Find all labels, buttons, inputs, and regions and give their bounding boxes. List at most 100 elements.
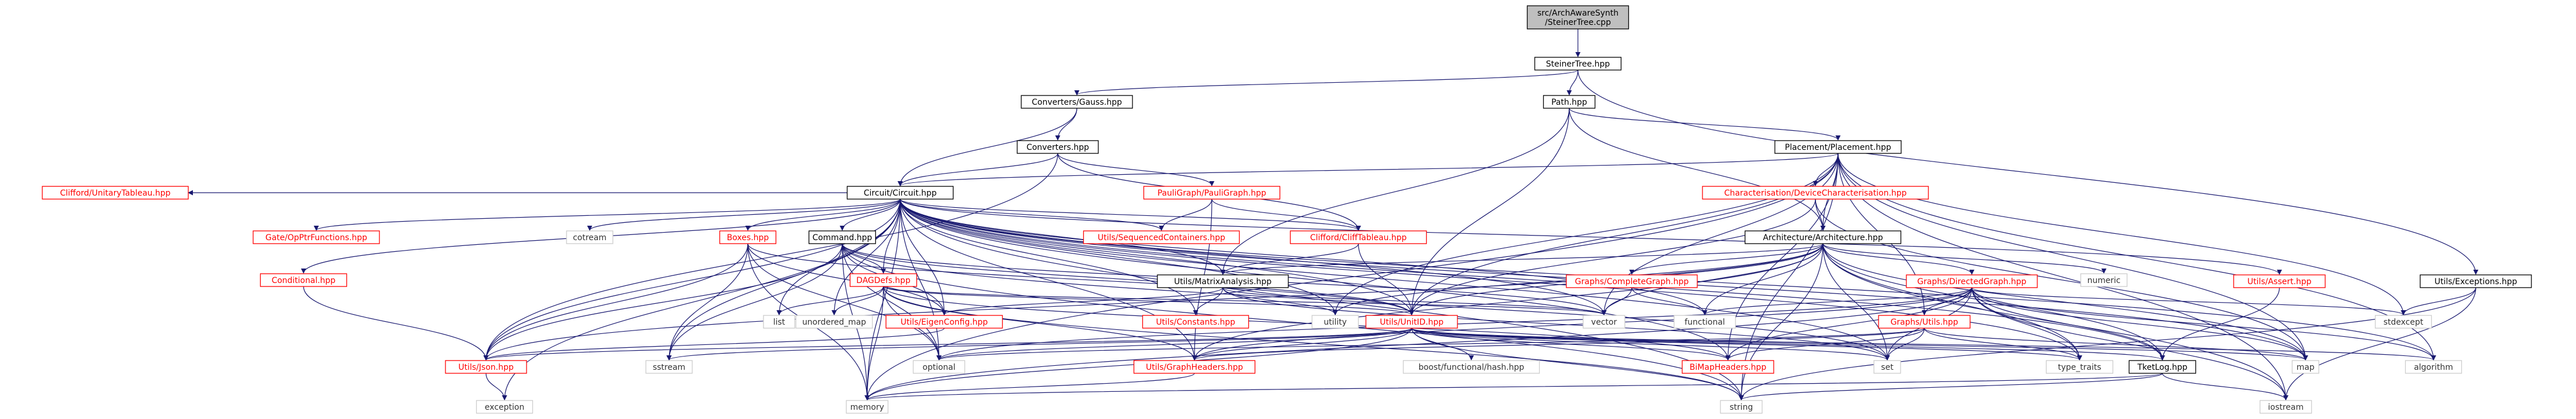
node-circuit[interactable]: Circuit/Circuit.hpp xyxy=(846,186,954,200)
node-completegraph[interactable]: Graphs/CompleteGraph.hpp xyxy=(1566,274,1698,288)
edge-path xyxy=(483,243,748,361)
node-conditional[interactable]: Conditional.hpp xyxy=(260,273,348,287)
edge-architecture-to-iostream xyxy=(1822,243,2289,400)
node-box xyxy=(1878,315,1971,329)
node-box xyxy=(1402,360,1540,374)
node-label: Architecture/Architecture.hpp xyxy=(1763,233,1883,242)
node-box xyxy=(2080,273,2128,287)
node-command[interactable]: Command.hpp xyxy=(808,230,876,244)
node-map: map xyxy=(2292,360,2319,374)
edge-path xyxy=(1924,328,2082,361)
node-root[interactable]: src/ArchAwareSynth/SteinerTree.cpp xyxy=(1526,5,1629,30)
node-path[interactable]: Path.hpp xyxy=(1543,95,1596,109)
node-placement[interactable]: Placement/Placement.hpp xyxy=(1774,140,1902,154)
edge-path xyxy=(1222,287,1890,361)
edge-path xyxy=(303,286,489,361)
edge-architecture-to-functional xyxy=(1702,243,1824,315)
node-gauss[interactable]: Converters/Gauss.hpp xyxy=(1021,95,1133,109)
edge-layer xyxy=(188,28,2479,400)
edge-path xyxy=(883,286,1415,315)
node-box xyxy=(476,400,534,414)
edge-path xyxy=(483,243,843,361)
edge-path xyxy=(1631,287,1708,315)
node-box xyxy=(1142,315,1249,329)
node-label: memory xyxy=(850,403,885,412)
node-label: Placement/Placement.hpp xyxy=(1785,143,1891,152)
node-exception: exception xyxy=(476,400,534,414)
edge-boxes-to-optional xyxy=(747,243,942,361)
node-boxes[interactable]: Boxes.hpp xyxy=(719,230,777,244)
edge-path xyxy=(1837,153,2289,400)
node-cliff[interactable]: Clifford/CliffTableau.hpp xyxy=(1289,230,1427,244)
edge-path xyxy=(897,153,1058,186)
edge-path xyxy=(1220,243,1824,275)
node-label: DAGDefs.hpp xyxy=(856,276,911,285)
edge-path xyxy=(2400,287,2476,315)
node-dagdefs[interactable]: DAGDefs.hpp xyxy=(849,273,918,287)
node-vector: vector xyxy=(1583,315,1625,329)
edge-path xyxy=(666,199,901,361)
edge-directedgraph-to-stdexcept xyxy=(1971,287,2406,315)
edge-path xyxy=(1822,243,2308,361)
node-steiner_hpp[interactable]: SteinerTree.hpp xyxy=(1534,57,1622,71)
edge-path xyxy=(1409,199,1816,315)
node-box xyxy=(1583,315,1625,329)
edge-circuit-to-boxes xyxy=(745,199,901,231)
edge-dagdefs-to-unitid xyxy=(883,286,1415,315)
node-box xyxy=(1157,274,1289,288)
node-sstream: sstream xyxy=(645,360,693,374)
edge-graphutils-to-map xyxy=(1924,328,2308,361)
edge-path xyxy=(1569,108,1826,231)
edge-directedgraph-to-type_traits xyxy=(1971,287,2082,361)
edge-path xyxy=(2162,373,2289,400)
node-assert[interactable]: Utils/Assert.hpp xyxy=(2233,274,2326,288)
node-bimap[interactable]: BiMapHeaders.hpp xyxy=(1682,360,1774,374)
edge-path xyxy=(864,199,901,400)
edge-circuit-to-assert xyxy=(900,199,2282,275)
node-label: TketLog.hpp xyxy=(2137,363,2187,372)
node-unitid[interactable]: Utils/UnitID.hpp xyxy=(1365,315,1458,329)
edge-circuit-to-command xyxy=(839,199,901,231)
edge-path xyxy=(864,373,1195,400)
edge-tketlog-to-iostream xyxy=(2162,373,2289,400)
edge-dagdefs-to-memory xyxy=(864,286,884,400)
edge-unitid-to-graphheaders xyxy=(1192,328,1412,361)
edge-matrix-to-vector xyxy=(1222,287,1607,315)
node-tketlog[interactable]: TketLog.hpp xyxy=(2128,360,2197,374)
node-gate_op[interactable]: Gate/OpPtrFunctions.hpp xyxy=(253,230,380,244)
edge-tketlog-to-memory xyxy=(865,373,2163,400)
node-eigenconfig[interactable]: Utils/EigenConfig.hpp xyxy=(885,315,1003,329)
node-box xyxy=(445,360,527,374)
edge-steiner_hpp-to-exceptions xyxy=(1577,69,2479,275)
node-constants[interactable]: Utils/Constants.hpp xyxy=(1142,315,1249,329)
node-memory: memory xyxy=(846,400,889,414)
node-seqcont[interactable]: Utils/SequencedContainers.hpp xyxy=(1083,230,1240,244)
node-graphutils[interactable]: Graphs/Utils.hpp xyxy=(1878,315,1971,329)
edge-unitid-to-json xyxy=(483,328,1412,361)
edge-path xyxy=(900,199,2282,275)
node-box xyxy=(1133,360,1256,374)
edge-path xyxy=(1074,69,1579,95)
node-pauligraph[interactable]: PauliGraph/PauliGraph.hpp xyxy=(1143,186,1281,200)
edge-circuit-to-eigenconfig xyxy=(900,199,947,315)
edge-pauligraph-to-cliff xyxy=(1211,199,1361,231)
node-unitary[interactable]: Clifford/UnitaryTableau.hpp xyxy=(42,186,189,200)
node-characterisation[interactable]: Characterisation/DeviceCharacterisation.… xyxy=(1702,186,1929,200)
node-graphheaders[interactable]: Utils/GraphHeaders.hpp xyxy=(1133,360,1256,374)
node-string: string xyxy=(1720,400,1763,414)
node-label: Characterisation/DeviceCharacterisation.… xyxy=(1724,189,1906,198)
edge-characterisation-to-map xyxy=(1815,199,2308,361)
node-matrix[interactable]: Utils/MatrixAnalysis.hpp xyxy=(1157,274,1289,288)
node-converters[interactable]: Converters.hpp xyxy=(1017,140,1099,154)
edge-path xyxy=(842,243,1415,315)
edge-path xyxy=(1601,287,1632,315)
edge-unitid-to-sstream xyxy=(666,328,1412,361)
node-type_traits: type_traits xyxy=(2045,360,2114,374)
node-label: Gate/OpPtrFunctions.hpp xyxy=(265,233,367,242)
edge-directedgraph-to-iostream xyxy=(1971,287,2289,400)
node-json[interactable]: Utils/Json.hpp xyxy=(445,360,527,374)
node-exceptions[interactable]: Utils/Exceptions.hpp xyxy=(2420,274,2532,288)
node-architecture[interactable]: Architecture/Architecture.hpp xyxy=(1744,230,1902,244)
node-directedgraph[interactable]: Graphs/DirectedGraph.hpp xyxy=(1906,274,2038,288)
edge-path xyxy=(1725,287,1972,361)
